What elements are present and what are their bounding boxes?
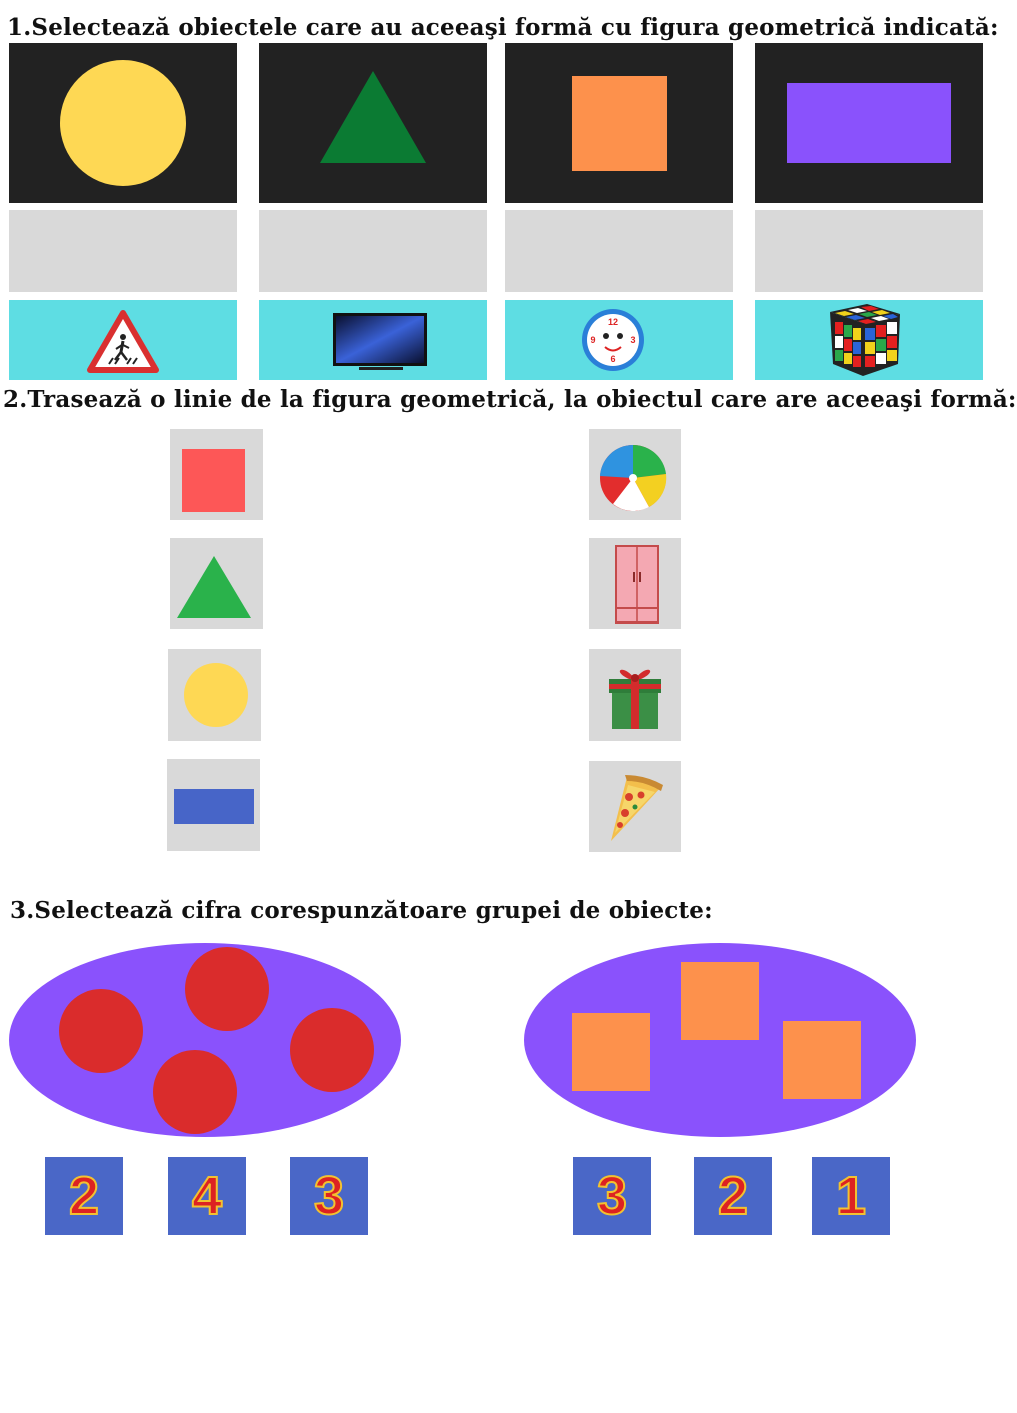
group-1-ellipse xyxy=(9,943,401,1137)
drop-slot-4[interactable] xyxy=(755,210,983,292)
triangle-shape xyxy=(320,71,426,163)
wardrobe-icon xyxy=(615,545,659,624)
match-shape-rectangle[interactable] xyxy=(167,759,260,851)
group-1-circle xyxy=(59,989,143,1073)
group-2-ellipse xyxy=(524,943,916,1137)
ball-icon xyxy=(600,444,667,511)
group-2-square xyxy=(783,1021,861,1099)
shape-card-circle xyxy=(9,43,237,203)
pizza-slice-icon xyxy=(611,775,663,841)
triangle-shape xyxy=(177,556,251,618)
clock-icon: 12 3 6 9 xyxy=(582,309,644,371)
number-choice-button[interactable]: 3 xyxy=(573,1157,651,1235)
number-choice-label: 4 xyxy=(191,1166,223,1226)
match-object-pizza-slice[interactable] xyxy=(589,761,681,852)
match-shape-circle[interactable] xyxy=(168,649,261,741)
tv-icon xyxy=(333,313,427,370)
square-shape xyxy=(572,76,667,171)
section-2-title: 2.Trasează o linie de la figura geometri… xyxy=(3,386,1017,413)
group-2-square xyxy=(572,1013,650,1091)
shape-card-rectangle xyxy=(755,43,983,203)
group-1-circle xyxy=(185,947,269,1031)
number-choice-label: 2 xyxy=(717,1166,749,1226)
warning-sign-icon xyxy=(87,310,159,373)
clock-number-6: 6 xyxy=(610,354,615,364)
number-choice-button[interactable]: 2 xyxy=(694,1157,772,1235)
match-shape-triangle[interactable] xyxy=(170,538,263,629)
number-choice-button[interactable]: 1 xyxy=(812,1157,890,1235)
draggable-object-tv[interactable] xyxy=(259,300,487,380)
number-choice-label: 1 xyxy=(835,1166,867,1226)
number-choice-label: 2 xyxy=(68,1166,100,1226)
object-group-1 xyxy=(8,942,404,1140)
rubiks-cube-icon xyxy=(830,304,900,376)
clock-number-12: 12 xyxy=(608,317,618,327)
rectangle-shape xyxy=(174,789,254,824)
group-2-square xyxy=(681,962,759,1040)
match-object-wardrobe[interactable] xyxy=(589,538,681,629)
object-group-2 xyxy=(522,942,918,1140)
number-choice-button[interactable]: 4 xyxy=(168,1157,246,1235)
number-choice-label: 3 xyxy=(596,1166,628,1226)
shape-card-square xyxy=(505,43,733,203)
rectangle-shape xyxy=(787,83,951,163)
number-choice-button[interactable]: 3 xyxy=(290,1157,368,1235)
match-object-gift-box[interactable] xyxy=(589,649,681,741)
drop-slot-1[interactable] xyxy=(9,210,237,292)
number-choice-label: 3 xyxy=(313,1166,345,1226)
section-3-title: 3.Selectează cifra corespunzătoare grupe… xyxy=(10,897,713,924)
gift-box-icon xyxy=(609,669,661,729)
shape-card-triangle xyxy=(259,43,487,203)
match-shape-square[interactable] xyxy=(170,429,263,520)
group-1-circle xyxy=(153,1050,237,1134)
clock-number-9: 9 xyxy=(590,335,595,345)
circle-shape xyxy=(184,663,248,727)
group-1-circle xyxy=(290,1008,374,1092)
draggable-object-warning-sign[interactable] xyxy=(9,300,237,380)
circle-shape xyxy=(60,60,186,186)
number-choice-button[interactable]: 2 xyxy=(45,1157,123,1235)
match-object-ball[interactable] xyxy=(589,429,681,520)
drop-slot-2[interactable] xyxy=(259,210,487,292)
square-shape xyxy=(182,449,245,512)
draggable-object-rubiks-cube[interactable] xyxy=(755,300,983,380)
drop-slot-3[interactable] xyxy=(505,210,733,292)
draggable-object-clock[interactable]: 12 3 6 9 xyxy=(505,300,733,380)
section-1-title: 1.Selectează obiectele care au aceeaşi f… xyxy=(7,14,999,41)
clock-number-3: 3 xyxy=(630,335,635,345)
